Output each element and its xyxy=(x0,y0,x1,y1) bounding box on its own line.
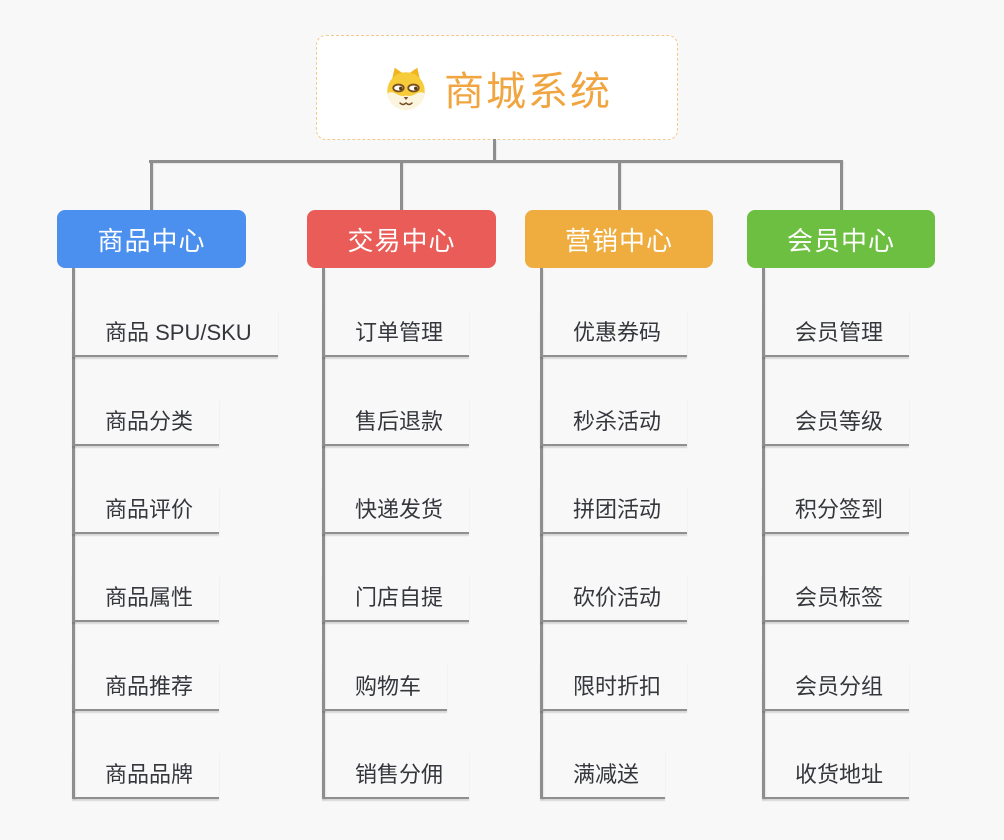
leaf-label: 商品评价 xyxy=(105,497,194,522)
leaf-topic[interactable]: 优惠券码 xyxy=(540,309,688,357)
leaf-topic[interactable]: 会员等级 xyxy=(762,398,910,446)
leaf-topic[interactable]: 会员管理 xyxy=(762,309,910,357)
connector-drop xyxy=(150,162,153,210)
leaf-topic[interactable]: 砍价活动 xyxy=(540,574,688,622)
connector-root-stub xyxy=(493,139,496,161)
leaf-topic[interactable]: 会员分组 xyxy=(762,663,910,711)
leaf-label: 优惠券码 xyxy=(573,320,662,345)
leaf-label: 商品品牌 xyxy=(105,762,194,787)
root-title: 商城系统 xyxy=(444,69,612,114)
leaf-label: 商品 SPU/SKU xyxy=(105,320,252,345)
leaf-label: 会员等级 xyxy=(795,409,884,434)
leaf-label: 订单管理 xyxy=(355,320,444,345)
leaf-label: 会员分组 xyxy=(795,674,884,699)
branch-label: 交易中心 xyxy=(347,225,456,256)
leaf-label: 售后退款 xyxy=(355,409,444,434)
branch-header[interactable]: 会员中心 xyxy=(747,210,935,268)
leaf-label: 商品推荐 xyxy=(105,674,194,699)
connector-drop xyxy=(839,162,843,210)
branch-header[interactable]: 营销中心 xyxy=(525,210,713,268)
branch-label: 会员中心 xyxy=(786,225,895,256)
leaf-label: 拼团活动 xyxy=(573,497,662,522)
leaf-label: 快递发货 xyxy=(355,497,444,522)
leaf-label: 销售分佣 xyxy=(355,762,444,787)
leaf-topic[interactable]: 商品属性 xyxy=(72,574,220,622)
branch-group: 商品中心 商品 SPU/SKU 商品分类 商品评价 商品属性 商品推荐 商品品牌 xyxy=(57,162,278,799)
leaf-topic[interactable]: 拼团活动 xyxy=(540,486,688,534)
branch-header[interactable]: 商品中心 xyxy=(57,210,246,268)
leaf-label: 积分签到 xyxy=(795,497,884,522)
leaf-label: 限时折扣 xyxy=(573,674,662,699)
branch-label: 营销中心 xyxy=(564,225,673,256)
branch-group: 会员中心 会员管理 会员等级 积分签到 会员标签 会员分组 收货地址 xyxy=(747,162,935,799)
leaf-label: 会员管理 xyxy=(795,320,884,345)
leaf-topic[interactable]: 商品评价 xyxy=(72,486,220,534)
leaf-topic[interactable]: 订单管理 xyxy=(322,309,470,357)
leaf-label: 门店自提 xyxy=(355,585,444,610)
branch-header[interactable]: 交易中心 xyxy=(307,210,496,268)
leaf-topic[interactable]: 销售分佣 xyxy=(322,751,470,799)
leaf-topic[interactable]: 满减送 xyxy=(540,751,666,799)
branch-label: 商品中心 xyxy=(97,225,206,256)
connector-bus xyxy=(149,160,843,163)
leaf-topic[interactable]: 售后退款 xyxy=(322,398,470,446)
root-node[interactable]: 商城系统 xyxy=(316,35,678,140)
connector-drop xyxy=(400,162,403,210)
leaf-label: 商品属性 xyxy=(105,585,194,610)
leaf-label: 会员标签 xyxy=(795,585,884,610)
leaf-topic[interactable]: 商品推荐 xyxy=(72,663,220,711)
leaf-topic[interactable]: 会员标签 xyxy=(762,574,910,622)
connector-drop xyxy=(617,162,621,210)
branch-group: 交易中心 订单管理 售后退款 快递发货 门店自提 购物车 销售分佣 xyxy=(307,162,496,799)
leaf-topic[interactable]: 积分签到 xyxy=(762,486,910,534)
leaf-topic[interactable]: 商品分类 xyxy=(72,398,220,446)
leaf-label: 砍价活动 xyxy=(573,585,662,610)
leaf-topic[interactable]: 门店自提 xyxy=(322,574,470,622)
leaf-label: 商品分类 xyxy=(105,409,194,434)
leaf-label: 满减送 xyxy=(573,762,640,787)
dog-face-icon xyxy=(382,65,430,111)
leaf-label: 秒杀活动 xyxy=(573,409,662,434)
leaf-topic[interactable]: 限时折扣 xyxy=(540,663,688,711)
leaf-topic[interactable]: 收货地址 xyxy=(762,751,910,799)
leaf-topic[interactable]: 快递发货 xyxy=(322,486,470,534)
leaf-topic[interactable]: 秒杀活动 xyxy=(540,398,688,446)
leaf-label: 购物车 xyxy=(355,674,422,699)
leaf-label: 收货地址 xyxy=(795,762,884,787)
leaf-topic[interactable]: 商品品牌 xyxy=(72,751,220,799)
branch-group: 营销中心 优惠券码 秒杀活动 拼团活动 砍价活动 限时折扣 满减送 xyxy=(525,162,713,799)
leaf-topic[interactable]: 商品 SPU/SKU xyxy=(72,309,278,357)
leaf-topic[interactable]: 购物车 xyxy=(322,663,448,711)
